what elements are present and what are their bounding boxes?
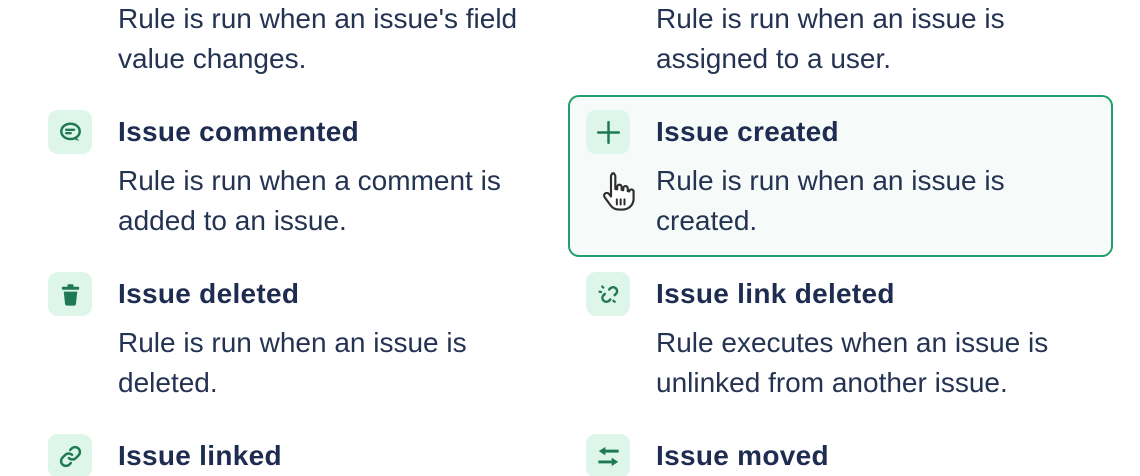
arrows-swap-icon (586, 434, 630, 476)
trigger-card-issue-commented[interactable]: Issue commented Rule is run when a comme… (30, 95, 568, 257)
trigger-description: Rule is run when an issue is deleted. (118, 327, 467, 398)
trigger-title: Issue moved (656, 440, 829, 471)
trigger-description: Rule is run when a comment is added to a… (118, 165, 501, 236)
trigger-card-issue-created[interactable]: Issue created Rule is run when an issue … (568, 95, 1113, 257)
link-icon (48, 434, 92, 476)
trash-icon (48, 272, 92, 316)
trigger-card-issue-deleted[interactable]: Issue deleted Rule is run when an issue … (30, 257, 568, 419)
trigger-description: Rule executes when an issue is unlinked … (656, 327, 1049, 398)
trigger-card-issue-assigned[interactable]: Rule is run when an issue is assigned to… (568, 0, 1113, 95)
trigger-title: Issue created (656, 116, 839, 147)
trigger-grid: Rule is run when an issue's field value … (30, 0, 1113, 476)
plus-icon (586, 110, 630, 154)
trigger-description: Rule is run when an issue's field value … (118, 3, 518, 74)
trigger-card-issue-linked[interactable]: Issue linked (30, 419, 568, 476)
trigger-description: Rule is run when an issue is assigned to… (656, 3, 1005, 74)
trigger-title: Issue deleted (118, 278, 300, 309)
trigger-title: Issue link deleted (656, 278, 895, 309)
trigger-card-issue-link-deleted[interactable]: Issue link deleted Rule executes when an… (568, 257, 1113, 419)
trigger-card-issue-moved[interactable]: Issue moved (568, 419, 1113, 476)
comment-icon (48, 110, 92, 154)
trigger-title: Issue commented (118, 116, 360, 147)
trigger-title: Issue linked (118, 440, 282, 471)
trigger-description: Rule is run when an issue is created. (656, 165, 1005, 236)
trigger-card-field-value-changed[interactable]: Rule is run when an issue's field value … (30, 0, 568, 95)
link-broken-icon (586, 272, 630, 316)
